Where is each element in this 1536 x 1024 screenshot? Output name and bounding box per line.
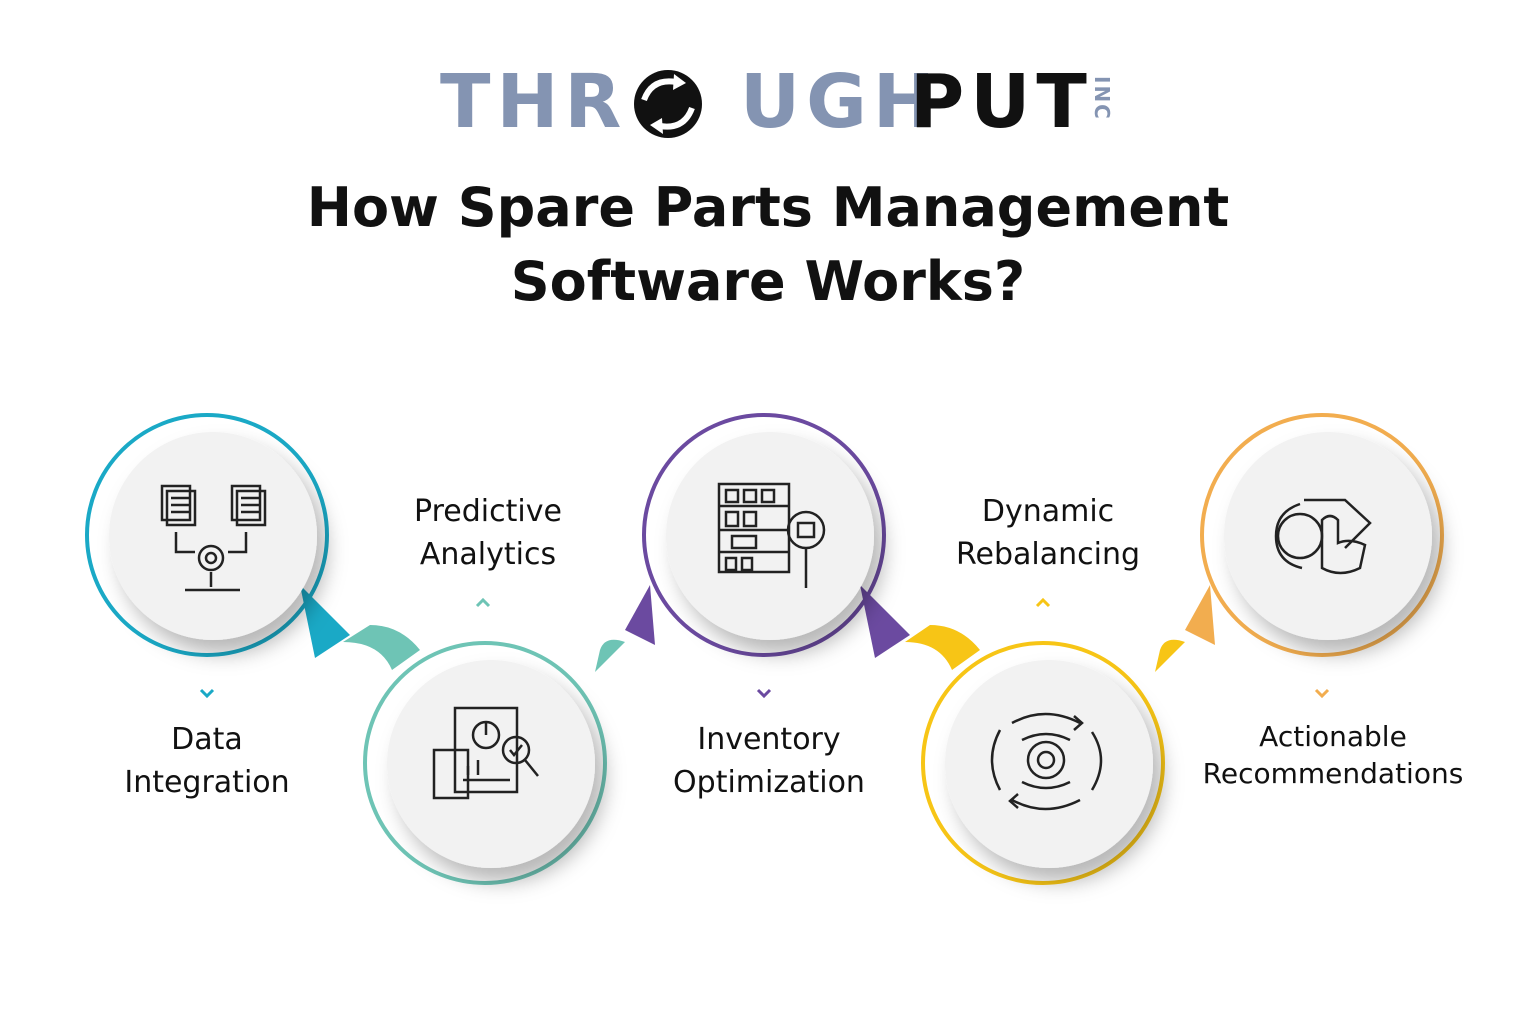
chevron-up-icon: [475, 597, 491, 608]
label-line-2: Recommendations: [1202, 757, 1464, 790]
chevron-down-icon: [199, 688, 215, 699]
step-label-dynamic-rebalancing: Dynamic Rebalancing: [928, 490, 1168, 576]
connectors: [300, 585, 1215, 672]
chevrons: [199, 597, 1330, 699]
label-line-2: Rebalancing: [956, 537, 1140, 572]
logo-mark-icon: [634, 70, 702, 138]
step-label-actionable-recommendations: Actionable Recommendations: [1174, 718, 1492, 792]
chevron-up-icon: [1035, 597, 1051, 608]
predictive-analytics-icon: [432, 706, 539, 800]
gear-hand-action-icon: [1274, 498, 1372, 575]
page-title-line-2: Software Works?: [510, 250, 1026, 313]
chevron-down-icon: [756, 688, 772, 699]
label-line-1: Actionable: [1259, 720, 1407, 753]
step-label-inventory-optimization: Inventory Optimization: [644, 718, 894, 804]
label-line-1: Predictive: [414, 494, 562, 529]
step-predictive-analytics: [363, 641, 607, 885]
brand-logo: THR UGH PUT INC: [440, 59, 1114, 145]
label-line-2: Integration: [124, 765, 290, 800]
label-line-1: Inventory: [697, 722, 841, 757]
logo-text-part-2: UGH: [740, 59, 941, 145]
step-label-predictive-analytics: Predictive Analytics: [368, 490, 608, 576]
label-line-1: Data: [171, 722, 243, 757]
rebalancing-gear-arrows-icon: [990, 712, 1103, 811]
logo-suffix: INC: [1090, 76, 1114, 121]
label-line-2: Analytics: [419, 537, 557, 572]
label-line-1: Dynamic: [981, 494, 1115, 529]
step-inventory-optimization: [642, 413, 886, 657]
logo-text-part-1: THR: [440, 59, 628, 145]
process-flow-diagram: [85, 413, 1444, 885]
step-label-data-integration: Data Integration: [97, 718, 317, 804]
step-dynamic-rebalancing: [921, 641, 1165, 885]
logo-text-part-3: PUT: [910, 59, 1093, 145]
page-title-line-1: How Spare Parts Management: [306, 176, 1230, 239]
inventory-shelf-search-icon: [717, 482, 826, 588]
label-line-2: Optimization: [673, 765, 865, 800]
step-data-integration: [85, 413, 329, 657]
chevron-down-icon: [1314, 688, 1330, 699]
data-integration-icon: [160, 484, 267, 592]
step-actionable-recommendations: [1200, 413, 1444, 657]
